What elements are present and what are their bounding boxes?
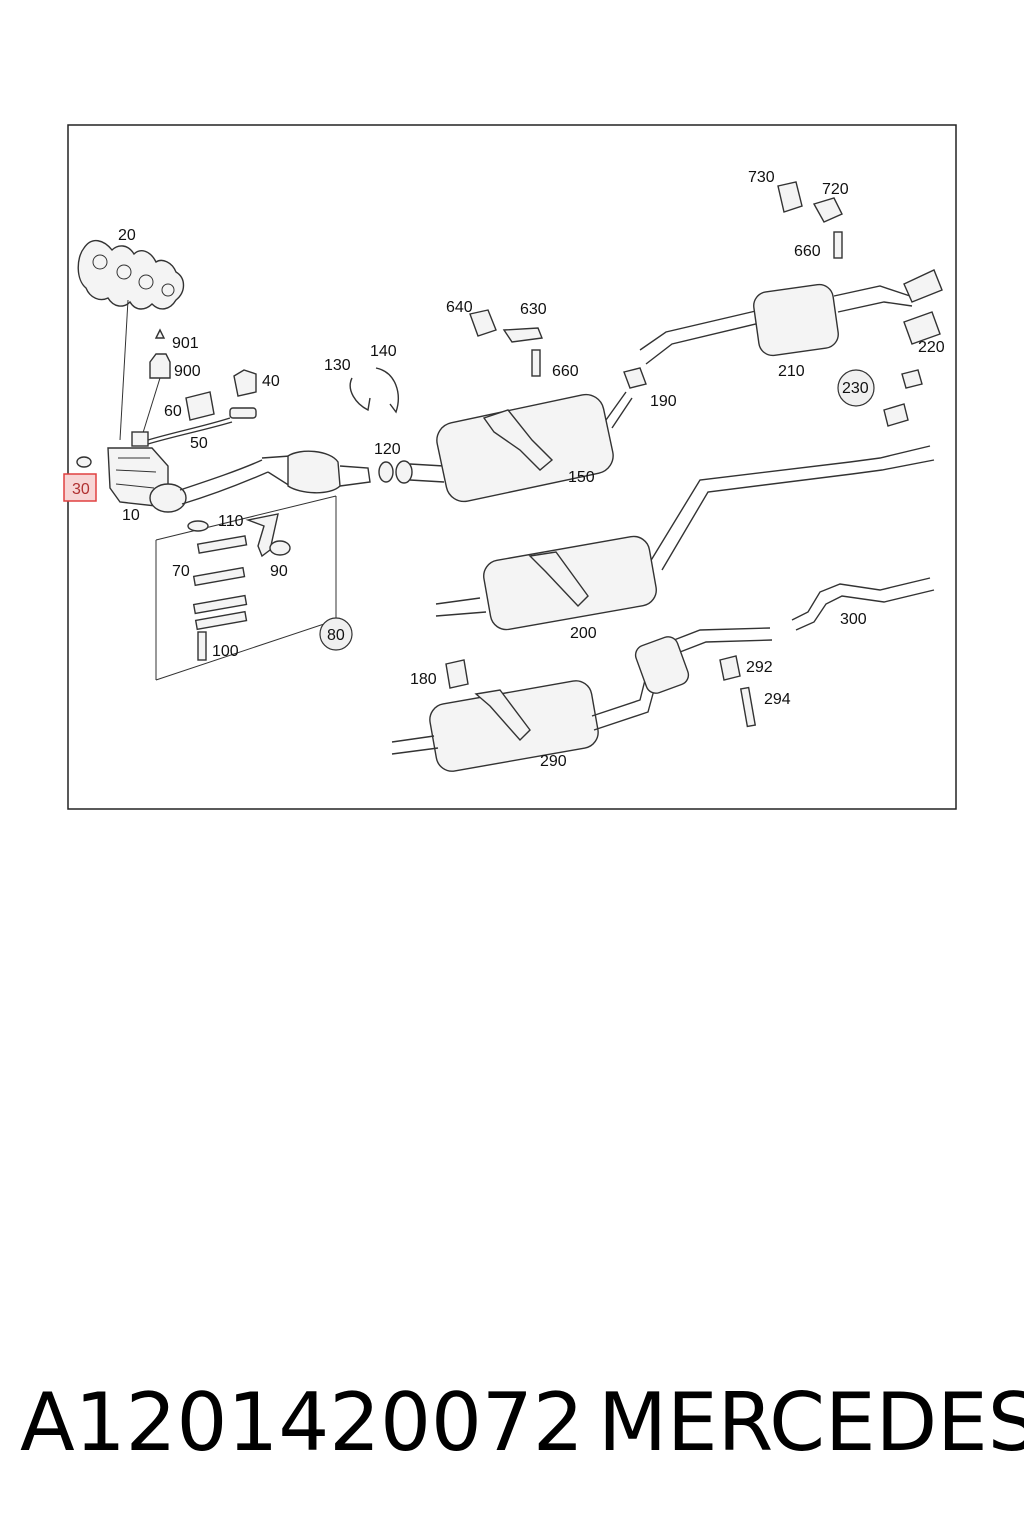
oxygen-sensor-connector xyxy=(131,431,149,447)
seal-ring-120 xyxy=(378,461,394,483)
oxygen-sensor xyxy=(229,407,257,419)
highlight-box-30[interactable] xyxy=(63,473,97,502)
callout-180: 180 xyxy=(410,671,437,688)
pipe-300 xyxy=(791,577,935,631)
callout-300: 300 xyxy=(840,611,867,628)
heat-shield-bracket xyxy=(233,369,257,397)
callout-40: 40 xyxy=(262,373,280,390)
bolt-660-b xyxy=(833,231,843,259)
callout-120: 120 xyxy=(374,441,401,458)
callout-20: 20 xyxy=(118,227,136,244)
rubber-hanger-640 xyxy=(469,309,497,337)
callout-660-b: 660 xyxy=(794,243,821,260)
clamp-130 xyxy=(349,377,371,412)
brand-name: MERCEDES xyxy=(598,1376,1024,1469)
callout-70: 70 xyxy=(172,563,190,580)
callout-660-a: 660 xyxy=(552,363,579,380)
callout-80: 80 xyxy=(327,627,345,644)
washer-110 xyxy=(187,520,209,532)
callout-220: 220 xyxy=(918,339,945,356)
callout-10: 10 xyxy=(122,507,140,524)
callout-720: 720 xyxy=(822,181,849,198)
callout-100: 100 xyxy=(212,643,239,660)
callout-140: 140 xyxy=(370,343,397,360)
part-caption: A1201420072 MERCEDES xyxy=(0,1368,1024,1478)
callout-150: 150 xyxy=(568,469,595,486)
diagram-frame xyxy=(67,124,957,810)
sensor-cap xyxy=(154,328,166,339)
callout-730: 730 xyxy=(748,169,775,186)
hanger-630 xyxy=(502,327,543,343)
callout-50: 50 xyxy=(190,435,208,452)
rear-silencer xyxy=(753,283,839,357)
callout-30: 30 xyxy=(72,481,90,498)
tailpipe xyxy=(903,269,943,303)
callout-190: 190 xyxy=(650,393,677,410)
rubber-292 xyxy=(719,655,741,681)
rubber-mount-90 xyxy=(269,540,291,556)
callout-130: 130 xyxy=(324,357,351,374)
front-converter xyxy=(287,450,341,494)
bolt-294 xyxy=(739,686,757,728)
callout-230: 230 xyxy=(842,380,869,397)
callout-294: 294 xyxy=(764,691,791,708)
callout-292: 292 xyxy=(746,659,773,676)
callout-901: 901 xyxy=(172,335,199,352)
callout-900: 900 xyxy=(174,363,201,380)
bolt-100 xyxy=(197,631,207,661)
callout-200: 200 xyxy=(570,625,597,642)
sensor-plug xyxy=(149,353,171,379)
clamp-set-230 xyxy=(837,369,875,407)
callout-290: 290 xyxy=(540,753,567,770)
tail-trim-220 xyxy=(903,311,941,345)
callout-210: 210 xyxy=(778,363,805,380)
rubber-hanger-180 xyxy=(445,659,469,689)
callout-60: 60 xyxy=(164,403,182,420)
strap-bracket xyxy=(196,535,248,554)
callout-90: 90 xyxy=(270,563,288,580)
part-number: A1201420072 xyxy=(20,1376,584,1469)
callout-630: 630 xyxy=(520,301,547,318)
catalytic-converter xyxy=(149,483,187,513)
clamp-140 xyxy=(375,367,399,414)
hanger-720 xyxy=(812,197,843,223)
callout-640: 640 xyxy=(446,299,473,316)
sensor-clip xyxy=(185,391,215,421)
bolt-660-a xyxy=(531,349,541,377)
assembly-80-circle xyxy=(319,617,353,651)
callout-110: 110 xyxy=(218,513,244,530)
gasket-30-part xyxy=(76,456,92,468)
rubber-hanger-730 xyxy=(777,181,803,213)
clamp-190 xyxy=(623,367,647,389)
